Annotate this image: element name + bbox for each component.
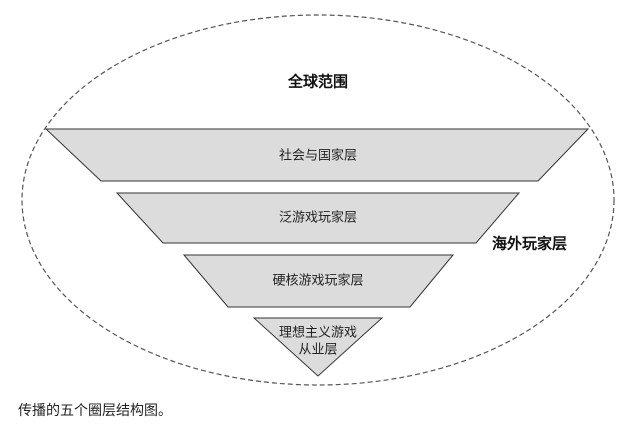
overseas-players-label: 海外玩家层 [492,235,567,253]
layer-casual-gamers-label: 泛游戏玩家层 [279,210,357,226]
layer-idealist-practitioners [252,317,384,377]
layer-hardcore-gamers [182,254,455,308]
global-scope-ellipse [21,14,615,386]
figure-caption: 传播的五个圈层结构图。 [18,403,172,419]
global-scope-label: 全球范围 [287,73,348,91]
layer-idealist-practitioners-label-line1: 理想主义游戏 [279,325,357,341]
layer-casual-gamers [115,192,521,244]
layer-society-nation [44,128,590,182]
layer-society-nation-label: 社会与国家层 [279,148,357,164]
layer-idealist-practitioners-label-line2: 从业层 [298,343,337,358]
layer-hardcore-gamers-label: 硬核游戏玩家层 [272,273,363,289]
